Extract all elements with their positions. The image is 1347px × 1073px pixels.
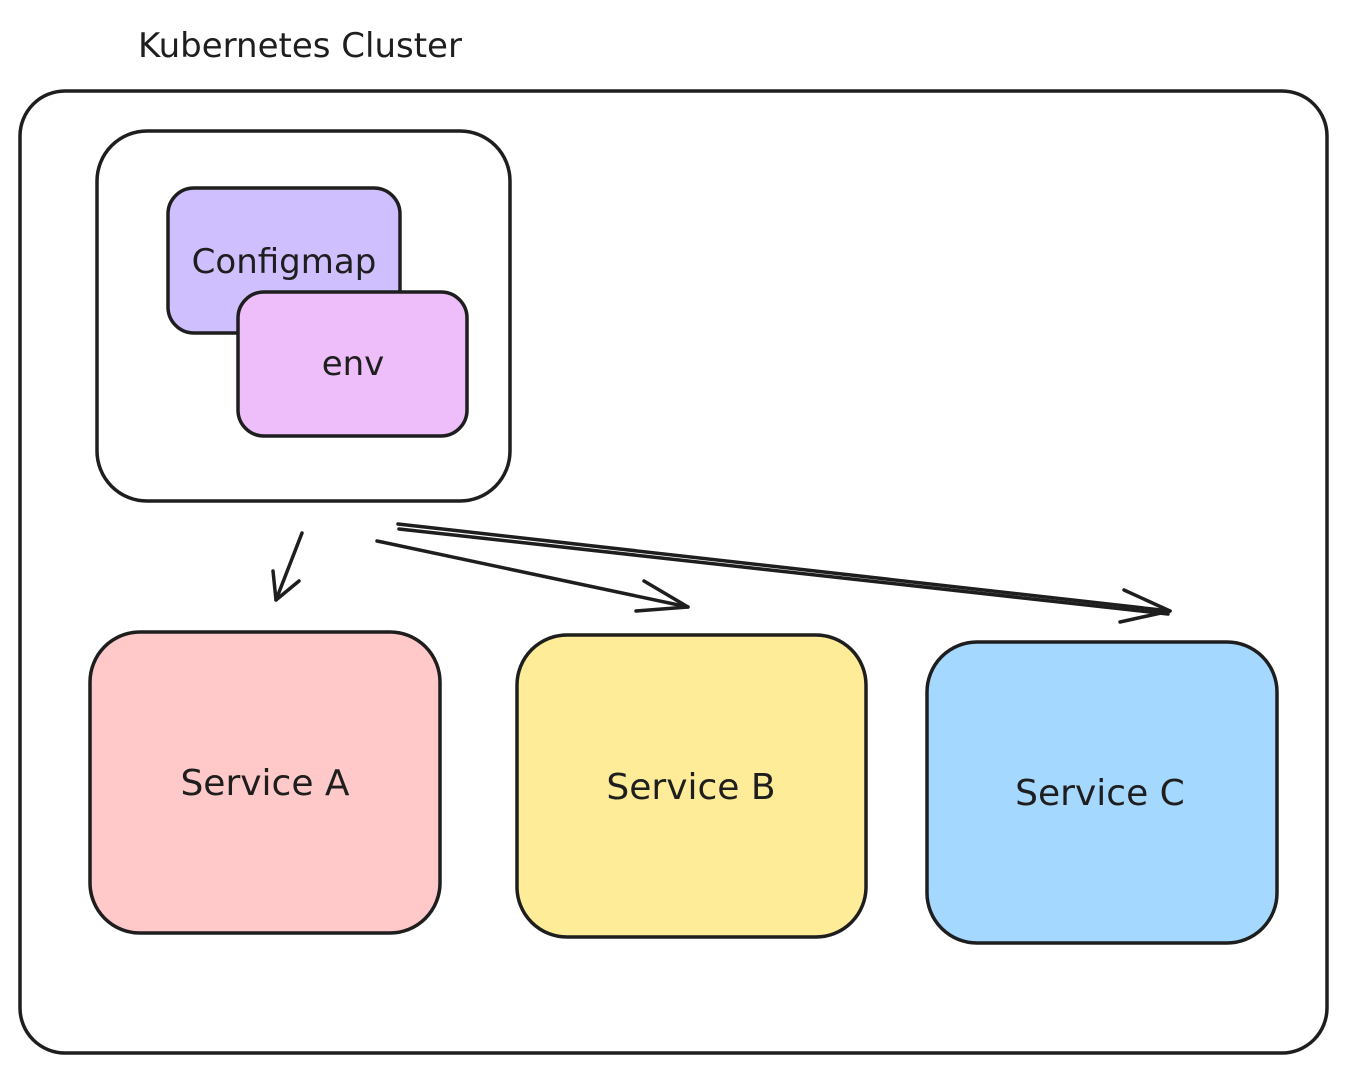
cluster-title: Kubernetes Cluster <box>138 26 462 66</box>
env-label: env <box>322 344 385 384</box>
service-b-label: Service B <box>606 767 775 808</box>
configmap-label: Configmap <box>192 242 377 282</box>
env-box <box>236 290 469 438</box>
service-a-box <box>88 630 442 935</box>
config-group-container <box>95 129 512 503</box>
arrow-to-service-a <box>271 531 304 602</box>
arrow-to-service-c <box>396 522 1172 624</box>
service-b-box <box>515 633 868 939</box>
service-a-label: Service A <box>180 763 349 804</box>
service-c-label: Service C <box>1015 773 1185 814</box>
cluster-container <box>18 89 1329 1055</box>
service-c-box <box>925 640 1279 945</box>
arrow-to-service-b <box>375 539 690 613</box>
